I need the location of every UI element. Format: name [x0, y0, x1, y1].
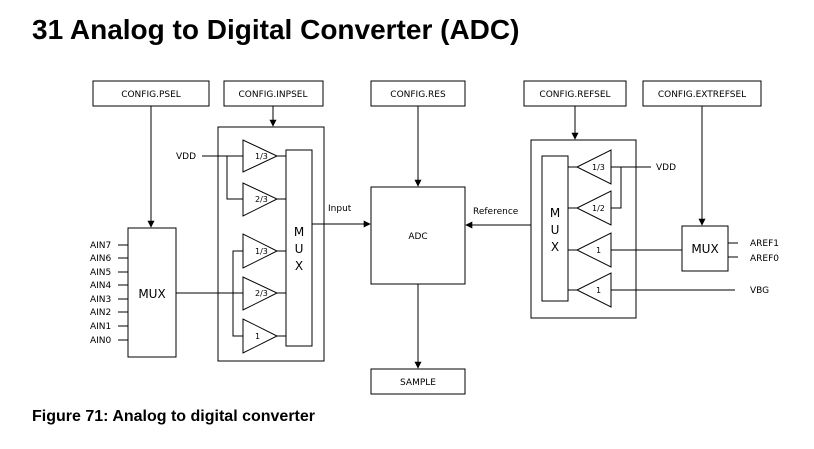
svg-text:X: X — [295, 259, 303, 273]
inpsel-mux — [285, 149, 313, 347]
vdd-ref-label: VDD — [656, 163, 676, 173]
refsel-mux — [541, 155, 569, 302]
ain-pin: AIN0 — [90, 336, 128, 346]
config-res-box: CONFIG.RES — [370, 80, 466, 107]
ain-pin: AIN7 — [90, 241, 128, 251]
svg-text:1/3: 1/3 — [592, 163, 605, 172]
ain0-label: AIN0 — [90, 336, 112, 346]
ain-pin: AIN6 — [90, 254, 128, 264]
input-mux-label: MUX — [138, 287, 165, 301]
svg-text:1: 1 — [596, 246, 601, 255]
ain4-label: AIN4 — [90, 281, 112, 291]
svg-text:U: U — [551, 223, 560, 237]
ain-pin: AIN4 — [90, 281, 128, 291]
ain-pin: AIN1 — [90, 322, 128, 332]
ain-pin: AIN3 — [90, 295, 128, 305]
ain1-label: AIN1 — [90, 322, 111, 332]
adc-block: ADC — [370, 186, 466, 285]
inpsel-block: M U X VDD 1/3 2/3 1/3 2/3 1 — [176, 126, 325, 362]
config-res-label: CONFIG.RES — [390, 90, 446, 100]
svg-text:1/2: 1/2 — [592, 204, 605, 213]
refsel-block: M U X 1/3 1/2 1 1 — [530, 139, 651, 319]
adc-label: ADC — [408, 232, 427, 242]
svg-text:1: 1 — [255, 332, 260, 341]
sample-box: SAMPLE — [370, 368, 466, 395]
vdd-input-label: VDD — [176, 152, 196, 162]
figure-caption: Figure 71: Analog to digital converter — [32, 408, 315, 425]
ain2-label: AIN2 — [90, 308, 111, 318]
buffer-amp: 2/3 — [242, 182, 279, 217]
config-refsel-box: CONFIG.REFSEL — [523, 80, 627, 107]
ext-mux-label: MUX — [691, 242, 718, 256]
svg-text:M: M — [550, 206, 560, 220]
input-mux: MUX — [127, 227, 177, 358]
config-refsel-label: CONFIG.REFSEL — [539, 90, 610, 100]
buffer-amp: 1 — [242, 318, 279, 354]
config-inpsel-label: CONFIG.INPSEL — [239, 90, 308, 100]
buffer-amp: 1/3 — [242, 139, 279, 173]
buffer-amp: 2/3 — [242, 276, 279, 311]
config-extrefsel-label: CONFIG.EXTREFSEL — [658, 90, 746, 100]
ain5-label: AIN5 — [90, 268, 111, 278]
ain7-label: AIN7 — [90, 241, 111, 251]
ain-pins: AIN7 AIN6 AIN5 AIN4 AIN3 AIN2 AIN1 AIN0 — [90, 241, 128, 346]
aref0-label: AREF0 — [750, 254, 779, 264]
ain-pin: AIN5 — [90, 268, 128, 278]
svg-text:2/3: 2/3 — [255, 195, 268, 204]
svg-text:M: M — [294, 225, 304, 239]
section-title: 31 Analog to Digital Converter (ADC) — [32, 14, 520, 45]
ain6-label: AIN6 — [90, 254, 112, 264]
svg-text:1/3: 1/3 — [255, 247, 268, 256]
svg-text:X: X — [551, 240, 559, 254]
svg-text:2/3: 2/3 — [255, 289, 268, 298]
reference-label: Reference — [473, 207, 519, 217]
ext-ref-mux: MUX — [681, 225, 729, 272]
config-psel-label: CONFIG.PSEL — [121, 90, 181, 100]
sample-label: SAMPLE — [400, 378, 436, 388]
config-inpsel-box: CONFIG.INPSEL — [223, 80, 324, 107]
svg-text:U: U — [295, 242, 304, 256]
ain-pin: AIN2 — [90, 308, 128, 318]
input-label: Input — [328, 204, 352, 214]
ain3-label: AIN3 — [90, 295, 111, 305]
buffer-amp: 1/3 — [242, 233, 279, 269]
config-extrefsel-box: CONFIG.EXTREFSEL — [642, 80, 762, 107]
vbg-label: VBG — [750, 286, 769, 296]
aref1-label: AREF1 — [750, 239, 779, 249]
config-psel-box: CONFIG.PSEL — [92, 80, 210, 107]
svg-text:1: 1 — [596, 286, 601, 295]
svg-text:1/3: 1/3 — [255, 152, 268, 161]
